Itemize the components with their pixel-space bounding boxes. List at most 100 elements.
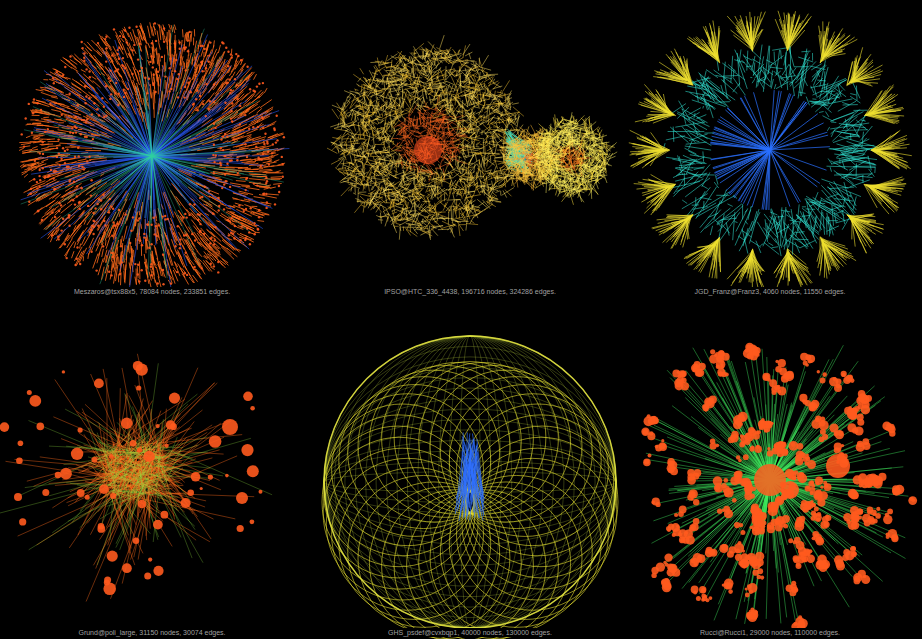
graph-node-dot xyxy=(717,355,724,362)
graph-node-dot xyxy=(57,238,59,240)
graph-node-dot xyxy=(116,223,118,225)
graph-node-dot xyxy=(753,570,759,576)
graph-node-dot xyxy=(183,234,185,236)
graph-node-dot xyxy=(261,116,263,118)
graph-node-dot xyxy=(157,224,159,226)
graph-node-dot xyxy=(661,439,664,442)
graph-node-dot xyxy=(112,221,114,223)
graph-node-dot xyxy=(81,41,83,43)
graph-node-dot xyxy=(812,536,816,540)
graph-node-dot xyxy=(822,372,827,377)
graph-node-dot xyxy=(197,219,199,221)
graph-node-dot xyxy=(193,203,195,205)
graph-node-dot xyxy=(92,212,94,214)
graph-node-dot xyxy=(237,55,239,57)
graph-node-dot xyxy=(74,264,76,266)
graph-node-dot xyxy=(751,504,759,512)
graph-node-dot xyxy=(775,366,782,373)
graph-node-dot xyxy=(722,486,729,493)
graph-node-dot xyxy=(174,245,176,247)
graph-node-dot xyxy=(265,177,267,179)
graph-node-dot xyxy=(210,237,212,239)
graph-node-dot xyxy=(755,347,758,350)
graph-node-dot xyxy=(246,177,248,179)
graph-node-dot xyxy=(104,38,106,40)
graph-node-dot xyxy=(704,407,708,411)
graph-node-dot xyxy=(213,144,215,146)
graph-node-dot xyxy=(42,141,44,143)
graph-node-dot xyxy=(51,211,53,213)
graph-node-dot xyxy=(38,175,40,177)
graph-node-dot xyxy=(215,154,217,156)
graph-node-dot xyxy=(14,493,22,501)
graph-node-dot xyxy=(643,459,651,467)
graph-node-dot xyxy=(253,222,255,224)
graph-node-dot xyxy=(202,103,204,105)
graph-node-dot xyxy=(156,235,158,237)
graph-node-dot xyxy=(257,126,259,128)
graph-caption: IPSO@HTC_336_4438, 196716 nodes, 324286 … xyxy=(382,287,558,296)
graph-edges xyxy=(646,345,909,624)
graph-node-dot xyxy=(687,494,693,500)
graph-node-dot xyxy=(88,156,90,158)
graph-node-dot xyxy=(25,117,27,119)
graph-node-dot xyxy=(71,127,73,129)
graph-node-dot xyxy=(162,269,164,271)
graph-node-dot xyxy=(60,229,62,231)
graph-node-dot xyxy=(150,263,152,265)
graph-node-dot xyxy=(34,160,36,162)
graph-node-dot xyxy=(90,251,92,253)
graph-node-dot xyxy=(28,201,30,203)
graph-node-dot xyxy=(145,239,147,241)
graph-node-dot xyxy=(153,520,163,530)
graph-node-dot xyxy=(886,426,891,431)
graph-node-dot xyxy=(68,214,70,216)
graph-node-dot xyxy=(155,225,157,227)
graph-node-dot xyxy=(87,205,89,207)
graph-node-dot xyxy=(214,127,216,129)
graph-node-dot xyxy=(244,143,246,145)
graph-node-dot xyxy=(104,224,106,226)
graph-node-dot xyxy=(757,521,763,527)
graph-node-dot xyxy=(75,131,77,133)
graph-node-dot xyxy=(283,136,285,138)
graph-node-dot xyxy=(163,27,165,29)
graph-node-dot xyxy=(796,563,802,569)
graph-node-dot xyxy=(238,204,240,206)
graph-node-dot xyxy=(721,544,728,551)
graph-node-dot xyxy=(228,234,230,236)
graph-node-dot xyxy=(751,505,755,509)
graph-node-dot xyxy=(121,418,132,429)
graph-node-dot xyxy=(161,511,169,519)
graph-node-dot xyxy=(81,166,83,168)
graph-node-dot xyxy=(218,205,220,207)
graph-node-dot xyxy=(176,271,178,273)
graph-node-dot xyxy=(246,156,248,158)
graph-node-dot xyxy=(847,423,856,432)
graph-node-dot xyxy=(42,167,44,169)
graph-node-dot xyxy=(47,128,49,130)
graph-node-dot xyxy=(663,582,672,591)
graph-node-dot xyxy=(739,442,745,448)
graph-node-dot xyxy=(110,493,116,499)
graph-node-dot xyxy=(812,503,816,507)
graph-node-dot xyxy=(791,581,796,586)
graph-node-dot xyxy=(133,44,135,46)
graph-node-dot xyxy=(144,280,146,282)
graph-node-dot xyxy=(137,273,139,275)
graph-node-dot xyxy=(262,82,264,84)
graph-node-dot xyxy=(187,50,189,52)
graph-node-dot xyxy=(150,224,152,226)
graph-node-dot xyxy=(235,53,237,55)
graph-node-dot xyxy=(103,116,105,118)
graph-node-dot xyxy=(230,89,232,91)
graph-node-dot xyxy=(37,210,39,212)
graph-node-dot xyxy=(166,218,168,220)
graph-caption: JGD_Franz@Franz3, 4060 nodes, 11550 edge… xyxy=(693,287,848,296)
graph-node-dot xyxy=(41,219,43,221)
graph-node-dot xyxy=(165,444,169,448)
graph-node-dot xyxy=(268,163,270,165)
graph-node-dot xyxy=(143,236,145,238)
graph-node-dot xyxy=(191,233,193,235)
